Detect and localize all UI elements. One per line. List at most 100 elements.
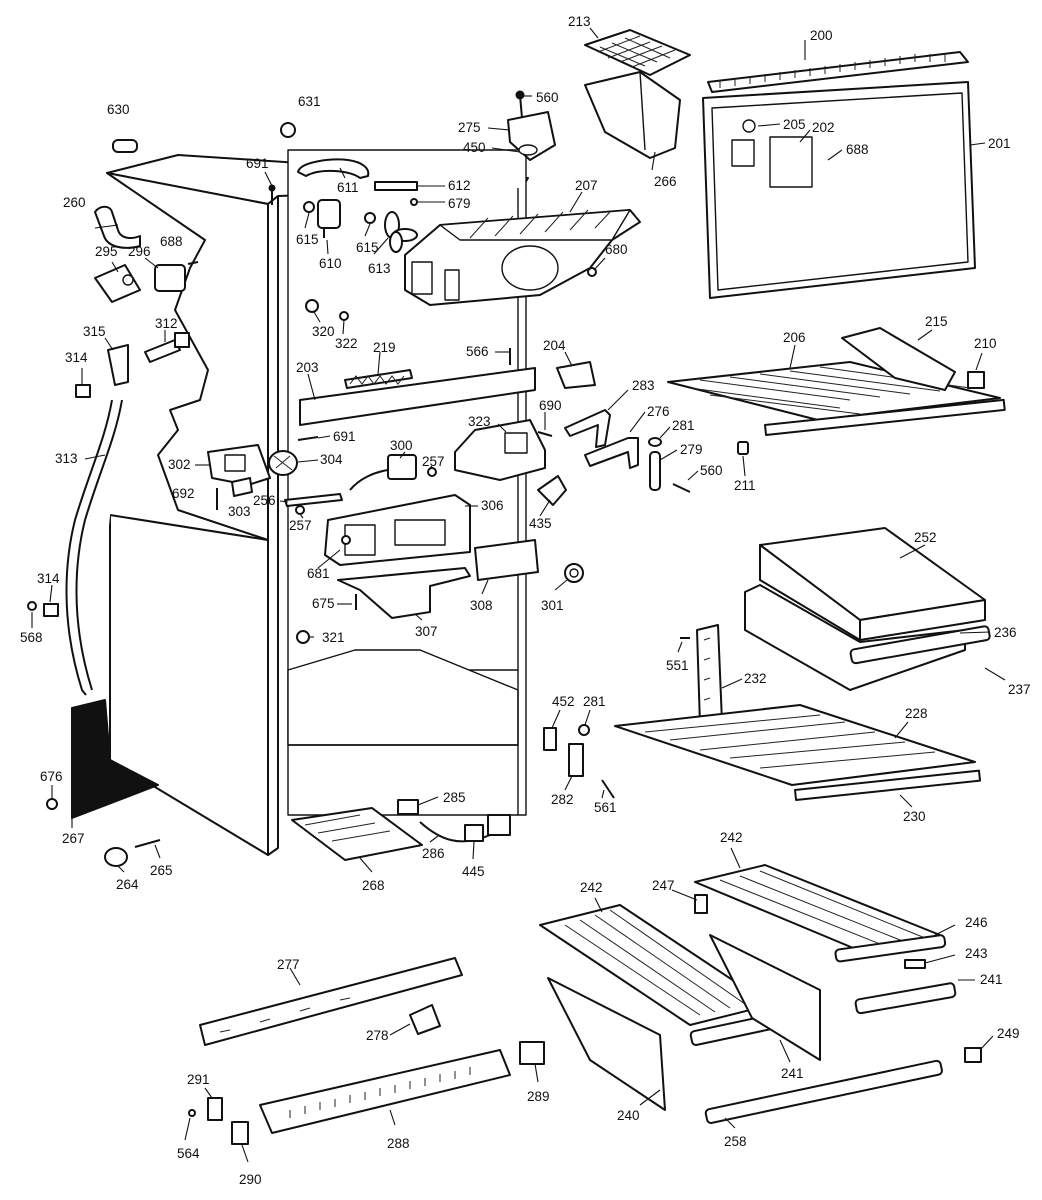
hinge-282: [568, 743, 584, 777]
part-label-615: 615: [356, 240, 379, 255]
support-303: [231, 477, 253, 497]
part-label-691: 691: [333, 429, 356, 444]
grill-288: [259, 1049, 511, 1134]
clip-247: [694, 894, 708, 914]
part-label-688: 688: [160, 234, 183, 249]
part-label-285: 285: [443, 790, 466, 805]
part-label-281: 281: [672, 418, 695, 433]
thermostat-300: [349, 454, 417, 491]
drain-hose-313: [65, 399, 123, 696]
part-label-291: 291: [187, 1072, 210, 1087]
part-label-206: 206: [783, 330, 806, 345]
bracket-452: [543, 727, 557, 751]
part-label-320: 320: [312, 324, 335, 339]
part-label-560: 560: [700, 463, 723, 478]
part-label-279: 279: [680, 442, 703, 457]
part-label-610: 610: [319, 256, 342, 271]
part-label-277: 277: [277, 957, 300, 972]
part-label-236: 236: [994, 625, 1017, 640]
part-label-219: 219: [373, 340, 396, 355]
part-label-564: 564: [177, 1146, 200, 1161]
part-label-286: 286: [422, 846, 445, 861]
part-label-611: 611: [337, 180, 359, 195]
stop-211: [737, 441, 749, 455]
part-label-692: 692: [172, 486, 195, 501]
part-label-688: 688: [846, 142, 869, 157]
grommet-615b: [364, 212, 376, 224]
part-label-322: 322: [335, 336, 358, 351]
part-label-232: 232: [744, 671, 767, 686]
top-strip-200: [707, 51, 969, 93]
shelf-206: [667, 361, 1006, 436]
fan-blade-613: [384, 211, 418, 253]
elbow-315: [107, 344, 129, 386]
part-label-300: 300: [390, 438, 413, 453]
part-label-202: 202: [812, 120, 835, 135]
part-label-203: 203: [296, 360, 319, 375]
sensor-256: [284, 493, 343, 507]
fastener-630: [112, 139, 138, 153]
rail-258: [704, 1059, 943, 1124]
part-label-612: 612: [448, 178, 471, 193]
part-label-247: 247: [652, 878, 675, 893]
part-label-268: 268: [362, 878, 385, 893]
part-label-267: 267: [62, 831, 85, 846]
part-label-435: 435: [529, 516, 552, 531]
part-label-240: 240: [617, 1108, 640, 1123]
screw-679: [410, 198, 418, 206]
part-label-289: 289: [527, 1089, 550, 1104]
knob-301: [564, 563, 584, 583]
bracket-278: [409, 1004, 441, 1035]
part-label-210: 210: [974, 336, 997, 351]
part-label-613: 613: [368, 261, 391, 276]
ice-tray-213: [584, 29, 691, 76]
rail-203: [299, 367, 536, 426]
screw-561: [601, 779, 615, 799]
screw-691-mid: [297, 436, 319, 441]
part-label-241: 241: [781, 1066, 804, 1081]
hinge-283: [564, 409, 611, 448]
part-label-321: 321: [322, 630, 345, 645]
part-label-314: 314: [37, 571, 60, 586]
part-label-631: 631: [298, 94, 321, 109]
part-label-452: 452: [552, 694, 575, 709]
part-label-243: 243: [965, 946, 988, 961]
clip-210: [967, 371, 985, 389]
part-label-260: 260: [63, 195, 86, 210]
part-label-551: 551: [666, 658, 689, 673]
clip-314b: [43, 603, 59, 617]
leader-lines: [31, 27, 1006, 1163]
clip-314a: [75, 384, 91, 398]
clip-291: [207, 1097, 223, 1121]
part-label-283: 283: [632, 378, 655, 393]
control-box-306: [324, 494, 471, 566]
part-label-690: 690: [539, 398, 562, 413]
motor-610: [317, 199, 341, 238]
part-label-205: 205: [783, 117, 806, 132]
part-label-568: 568: [20, 630, 43, 645]
clip-249: [964, 1047, 982, 1063]
part-label-681: 681: [307, 566, 330, 581]
tray-268: [291, 807, 423, 861]
drain-296: [154, 264, 186, 292]
bushing-281b: [578, 724, 590, 736]
dish-215: [841, 327, 956, 391]
knob-304: [268, 450, 298, 476]
part-285: [397, 799, 419, 815]
bumper-676: [46, 798, 58, 810]
clip-243: [904, 959, 926, 969]
screw-564: [188, 1109, 196, 1117]
part-label-207: 207: [575, 178, 598, 193]
part-label-561: 561: [594, 800, 617, 815]
plate-308: [474, 539, 539, 581]
pin-690: [537, 431, 553, 437]
hinge-204: [556, 361, 596, 389]
drawer-236: [744, 584, 991, 691]
ice-bucket-266: [584, 71, 681, 159]
part-label-282: 282: [551, 792, 574, 807]
part-label-675: 675: [312, 596, 335, 611]
part-label-266: 266: [654, 174, 677, 189]
axle-265: [134, 839, 161, 848]
part-label-630: 630: [107, 102, 130, 117]
screw-257a: [427, 467, 437, 477]
